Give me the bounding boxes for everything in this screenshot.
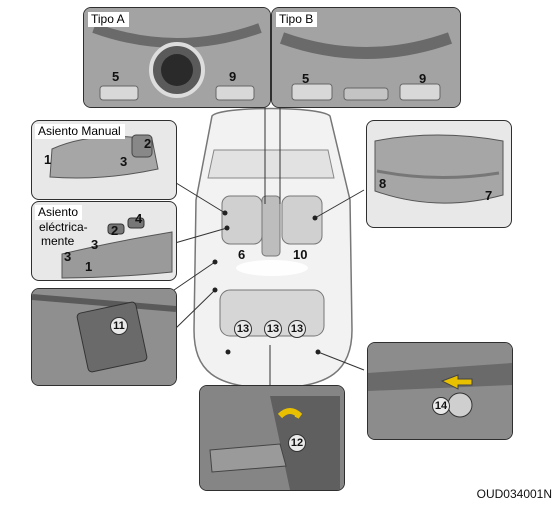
rear-console-panel: 12 bbox=[199, 385, 345, 491]
tipo-b-panel: Tipo B 5 9 bbox=[271, 7, 461, 108]
door-panel: 11 bbox=[31, 288, 177, 386]
callout-9: 9 bbox=[419, 71, 427, 86]
manual-seat-label: Asiento Manual bbox=[35, 124, 125, 139]
rear-console-illustration bbox=[200, 386, 344, 490]
electric-seat-panel: Asiento eléctrica- mente 4 2 3 3 1 bbox=[31, 201, 177, 281]
callout-13-right: 13 bbox=[288, 320, 306, 338]
callout-9: 9 bbox=[229, 69, 237, 84]
callout-10: 10 bbox=[293, 247, 308, 262]
callout-1: 1 bbox=[85, 259, 93, 274]
callout-2: 2 bbox=[144, 136, 152, 151]
manual-seat-illustration bbox=[49, 134, 159, 179]
seat-side-illustration bbox=[374, 134, 504, 204]
callout-4: 4 bbox=[135, 211, 143, 226]
tipo-a-panel: Tipo A 5 9 bbox=[83, 7, 271, 108]
callout-11: 11 bbox=[110, 317, 128, 335]
tipo-a-label: Tipo A bbox=[88, 12, 129, 27]
callout-1: 1 bbox=[44, 152, 52, 167]
manual-seat-panel: Asiento Manual 1 2 3 bbox=[31, 120, 177, 200]
callout-14: 14 bbox=[432, 397, 450, 415]
callout-13-left: 13 bbox=[234, 320, 252, 338]
trunk-release-illustration bbox=[368, 343, 512, 439]
callout-2: 2 bbox=[111, 223, 119, 238]
callout-5: 5 bbox=[302, 71, 310, 86]
callout-3: 3 bbox=[120, 154, 128, 169]
callout-5: 5 bbox=[112, 69, 120, 84]
callout-3: 3 bbox=[91, 237, 99, 252]
callout-3: 3 bbox=[64, 249, 72, 264]
callout-8: 8 bbox=[379, 176, 387, 191]
callout-13-middle: 13 bbox=[264, 320, 282, 338]
callout-6: 6 bbox=[238, 247, 246, 262]
electric-seat-label-line1: Asiento bbox=[35, 205, 83, 220]
callout-12: 12 bbox=[288, 434, 306, 452]
trunk-panel: 14 bbox=[367, 342, 513, 440]
callout-7: 7 bbox=[485, 188, 493, 203]
tipo-b-label: Tipo B bbox=[276, 12, 318, 27]
electric-seat-label-line3: mente bbox=[41, 234, 75, 248]
rear-seat-side-panel: 8 7 bbox=[366, 120, 512, 228]
electric-seat-illustration bbox=[61, 217, 173, 279]
door-switch-illustration bbox=[32, 289, 176, 385]
electric-seat-label-line2: eléctrica- bbox=[39, 220, 88, 234]
figure-code: OUD034001N bbox=[476, 487, 552, 501]
